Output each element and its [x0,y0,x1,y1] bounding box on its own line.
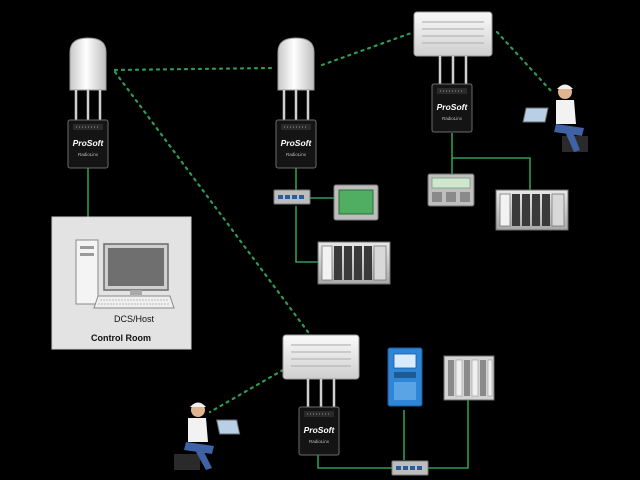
wireless-link-radio1-radio2 [113,66,276,72]
radio-node-1: ProSoft RadioLinx [67,37,109,169]
prosoft-radio-icon: ProSoft RadioLinx [67,119,109,169]
ethernet-switch-icon [391,460,429,476]
technician-laptop-icon [174,402,241,470]
plc-rack-icon [317,241,391,285]
omni-antenna-icon [277,37,315,122]
control-room-panel: DCS/Host Control Room [51,216,192,350]
io-block-icon [443,355,495,401]
brand-logo: ProSoft [437,102,469,112]
wireless-link-radio1-radio4 [113,70,310,334]
panel-antenna-icon [413,11,493,86]
control-room-title: Control Room [91,333,151,343]
brand-logo: ProSoft [281,138,313,148]
wireless-links [113,30,554,414]
brand-logo: ProSoft [73,138,105,148]
radio-node-4: ProSoft RadioLinx [282,334,360,456]
wireless-link-radio4-technician [208,368,285,414]
wireless-link-radio2-radio3 [320,30,416,67]
host-label: DCS/Host [114,314,155,324]
wireless-link-radio3-technician [495,30,554,94]
wired-links [87,133,531,469]
prosoft-radio-icon: ProSoft RadioLinx [431,83,473,133]
prosoft-radio-icon: ProSoft RadioLinx [298,406,340,456]
computer-tower-icon [75,239,99,305]
variable-frequency-drive-icon [387,347,423,407]
monitor-icon [103,243,169,295]
radio-node-2: ProSoft RadioLinx [275,37,317,169]
radio-model-label: RadioLinx [442,116,463,121]
radio-model-label: RadioLinx [309,439,330,444]
radio-model-label: RadioLinx [78,152,99,157]
keyboard-icon [93,295,175,309]
wired-link-switch-plc [295,206,318,263]
brand-logo: ProSoft [304,425,336,435]
technician-laptop-icon [522,84,588,152]
wired-link-radio3-devices [451,133,531,190]
radio-model-label: RadioLinx [286,152,307,157]
omni-antenna-icon [69,37,107,122]
hmi-panel-icon [333,184,379,221]
plc-rack-icon [495,189,569,231]
prosoft-radio-icon: ProSoft RadioLinx [275,119,317,169]
ethernet-switch-icon [273,189,311,205]
panel-antenna-icon [282,334,360,409]
wired-link-switch-io [426,400,469,469]
radio-node-3: ProSoft RadioLinx [413,11,493,133]
wired-link-radio4-switch [317,455,394,469]
controller-icon [427,173,475,207]
